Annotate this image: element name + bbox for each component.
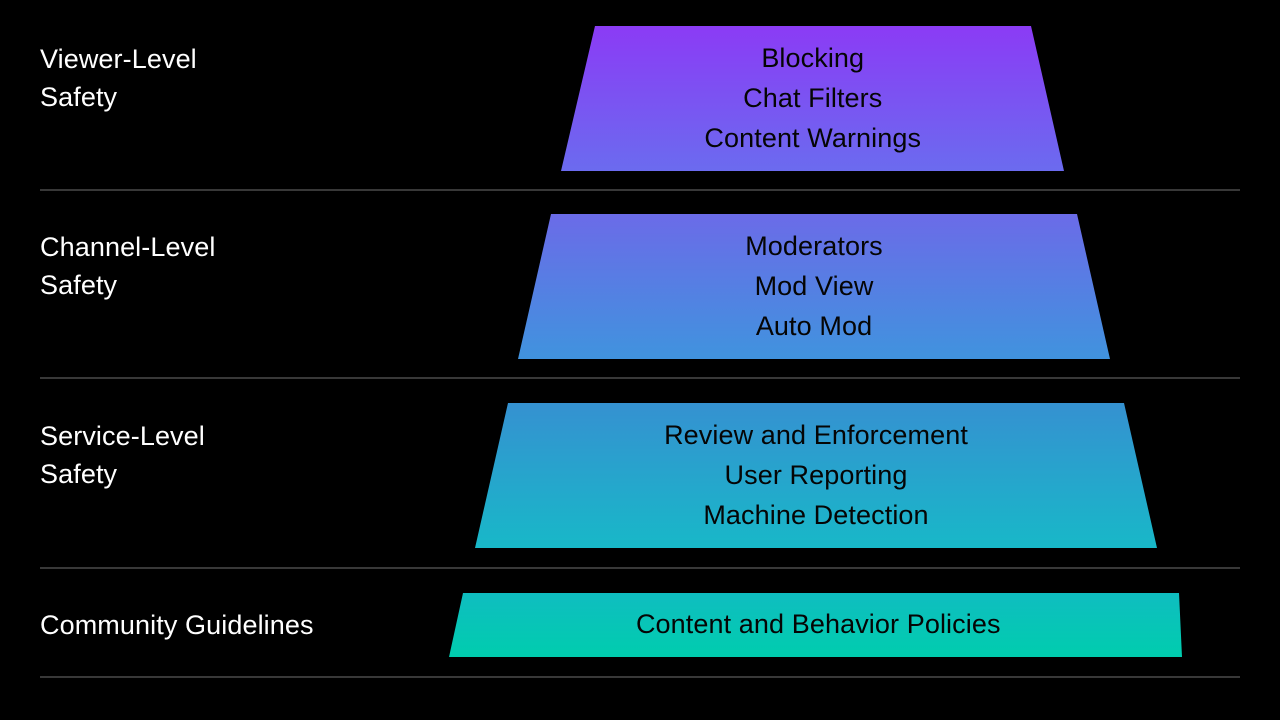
band-trapezoid-service-level[interactable] [475, 403, 1157, 548]
row-label-channel-level-safety: Channel-Level Safety [40, 232, 216, 300]
row-label-service-level-safety: Service-Level Safety [40, 421, 205, 489]
row-label-viewer-level-safety: Viewer-Level Safety [40, 44, 197, 112]
band-trapezoid-viewer-level[interactable] [561, 26, 1064, 171]
band-trapezoid-community-guidelines[interactable] [449, 593, 1182, 657]
row-label-community-guidelines: Community Guidelines [40, 610, 314, 640]
band-trapezoid-channel-level[interactable] [518, 214, 1110, 359]
